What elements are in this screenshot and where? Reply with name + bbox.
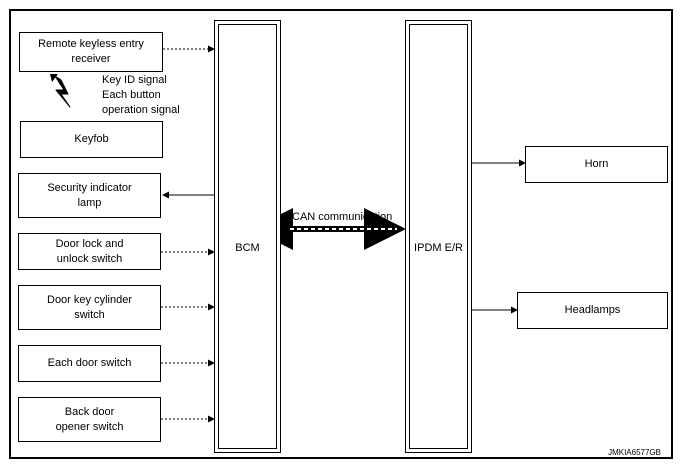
horn-box: Horn [525, 146, 668, 183]
door-lock-unlock-switch-box: Door lock and unlock switch [18, 233, 161, 270]
each-door-switch-box: Each door switch [18, 345, 161, 382]
security-indicator-lamp-box: Security indicator lamp [18, 173, 161, 218]
bcm-inner-border [218, 24, 277, 449]
remote-keyless-entry-receiver-box: Remote keyless entry receiver [19, 32, 163, 72]
door-key-cylinder-switch-box: Door key cylinder switch [18, 285, 161, 330]
bcm-label: BCM [235, 242, 260, 254]
signal-label: Key ID signal Each button operation sign… [102, 74, 180, 116]
keyfob-box: Keyfob [20, 121, 163, 158]
wireless-signal-icon [54, 75, 71, 108]
ipdm-inner-border [409, 24, 468, 449]
ipdm-unit: IPDM E/R [405, 20, 472, 453]
ipdm-label: IPDM E/R [414, 242, 463, 254]
diagram-frame [9, 9, 673, 459]
can-communication-label: CAN communication [292, 211, 393, 223]
back-door-opener-switch-box: Back door opener switch [18, 397, 161, 442]
figure-code: JMKIA6577GB [608, 448, 661, 457]
bcm-unit: BCM [214, 20, 281, 453]
headlamps-box: Headlamps [517, 292, 668, 329]
